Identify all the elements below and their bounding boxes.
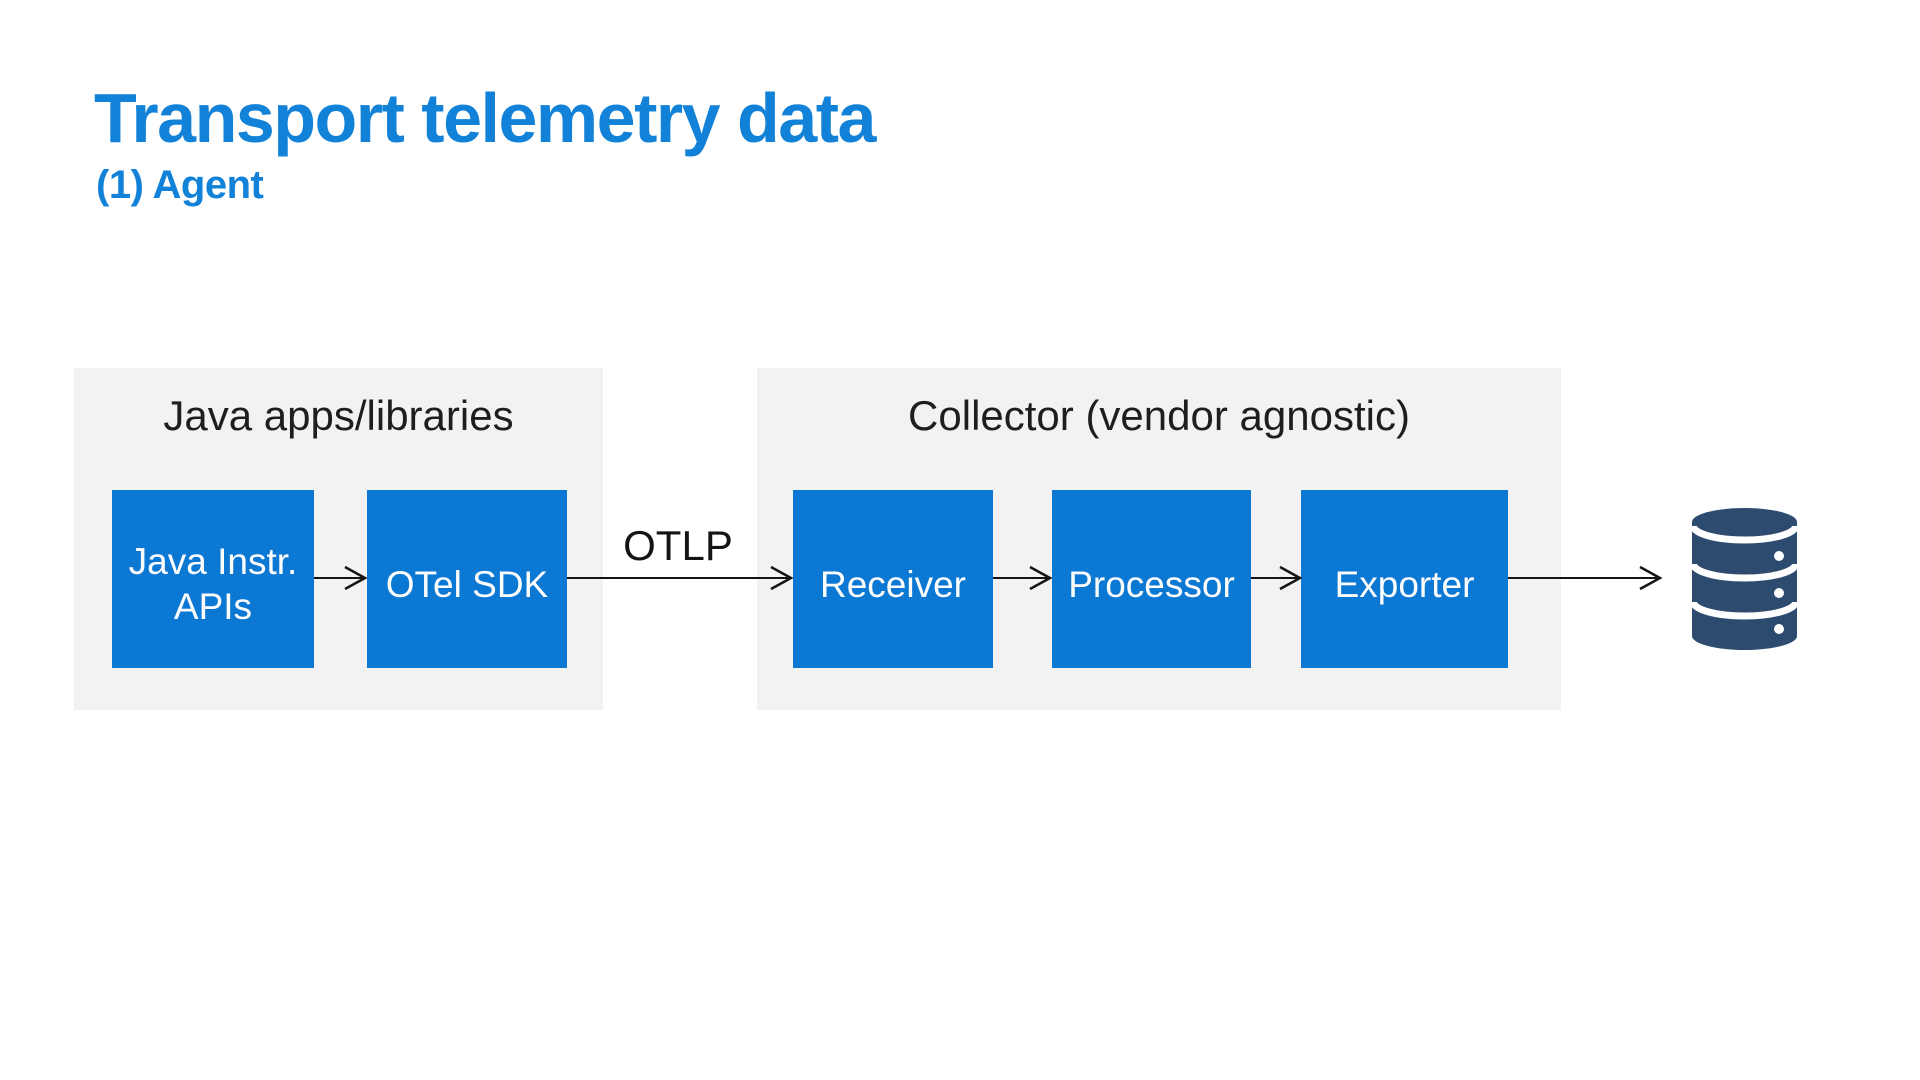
- group-panel-collector: Collector (vendor agnostic) Receiver Pro…: [757, 368, 1561, 710]
- node-label-receiver: Receiver: [820, 563, 966, 605]
- node-label-otel-sdk: OTel SDK: [385, 563, 549, 605]
- node-label-processor: Processor: [1068, 563, 1235, 605]
- slide-subtitle: (1) Agent: [96, 163, 264, 207]
- group-label-collector: Collector (vendor agnostic): [908, 392, 1410, 439]
- database-icon: [1692, 508, 1797, 650]
- node-exporter: Exporter: [1301, 490, 1508, 668]
- node-label-java-instr-apis: Java Instr. APIs: [128, 541, 298, 627]
- group-label-java-apps: Java apps/libraries: [163, 392, 514, 439]
- node-receiver: Receiver: [793, 490, 993, 668]
- node-java-instr-apis: Java Instr. APIs: [112, 490, 314, 668]
- group-panel-java-apps: Java apps/libraries Java Instr. APIs OTe…: [74, 368, 603, 710]
- node-label-exporter: Exporter: [1334, 563, 1475, 605]
- otlp-edge-label: OTLP: [623, 522, 733, 569]
- node-processor: Processor: [1052, 490, 1251, 668]
- slide-title: Transport telemetry data: [94, 79, 876, 157]
- node-otel-sdk: OTel SDK: [367, 490, 567, 668]
